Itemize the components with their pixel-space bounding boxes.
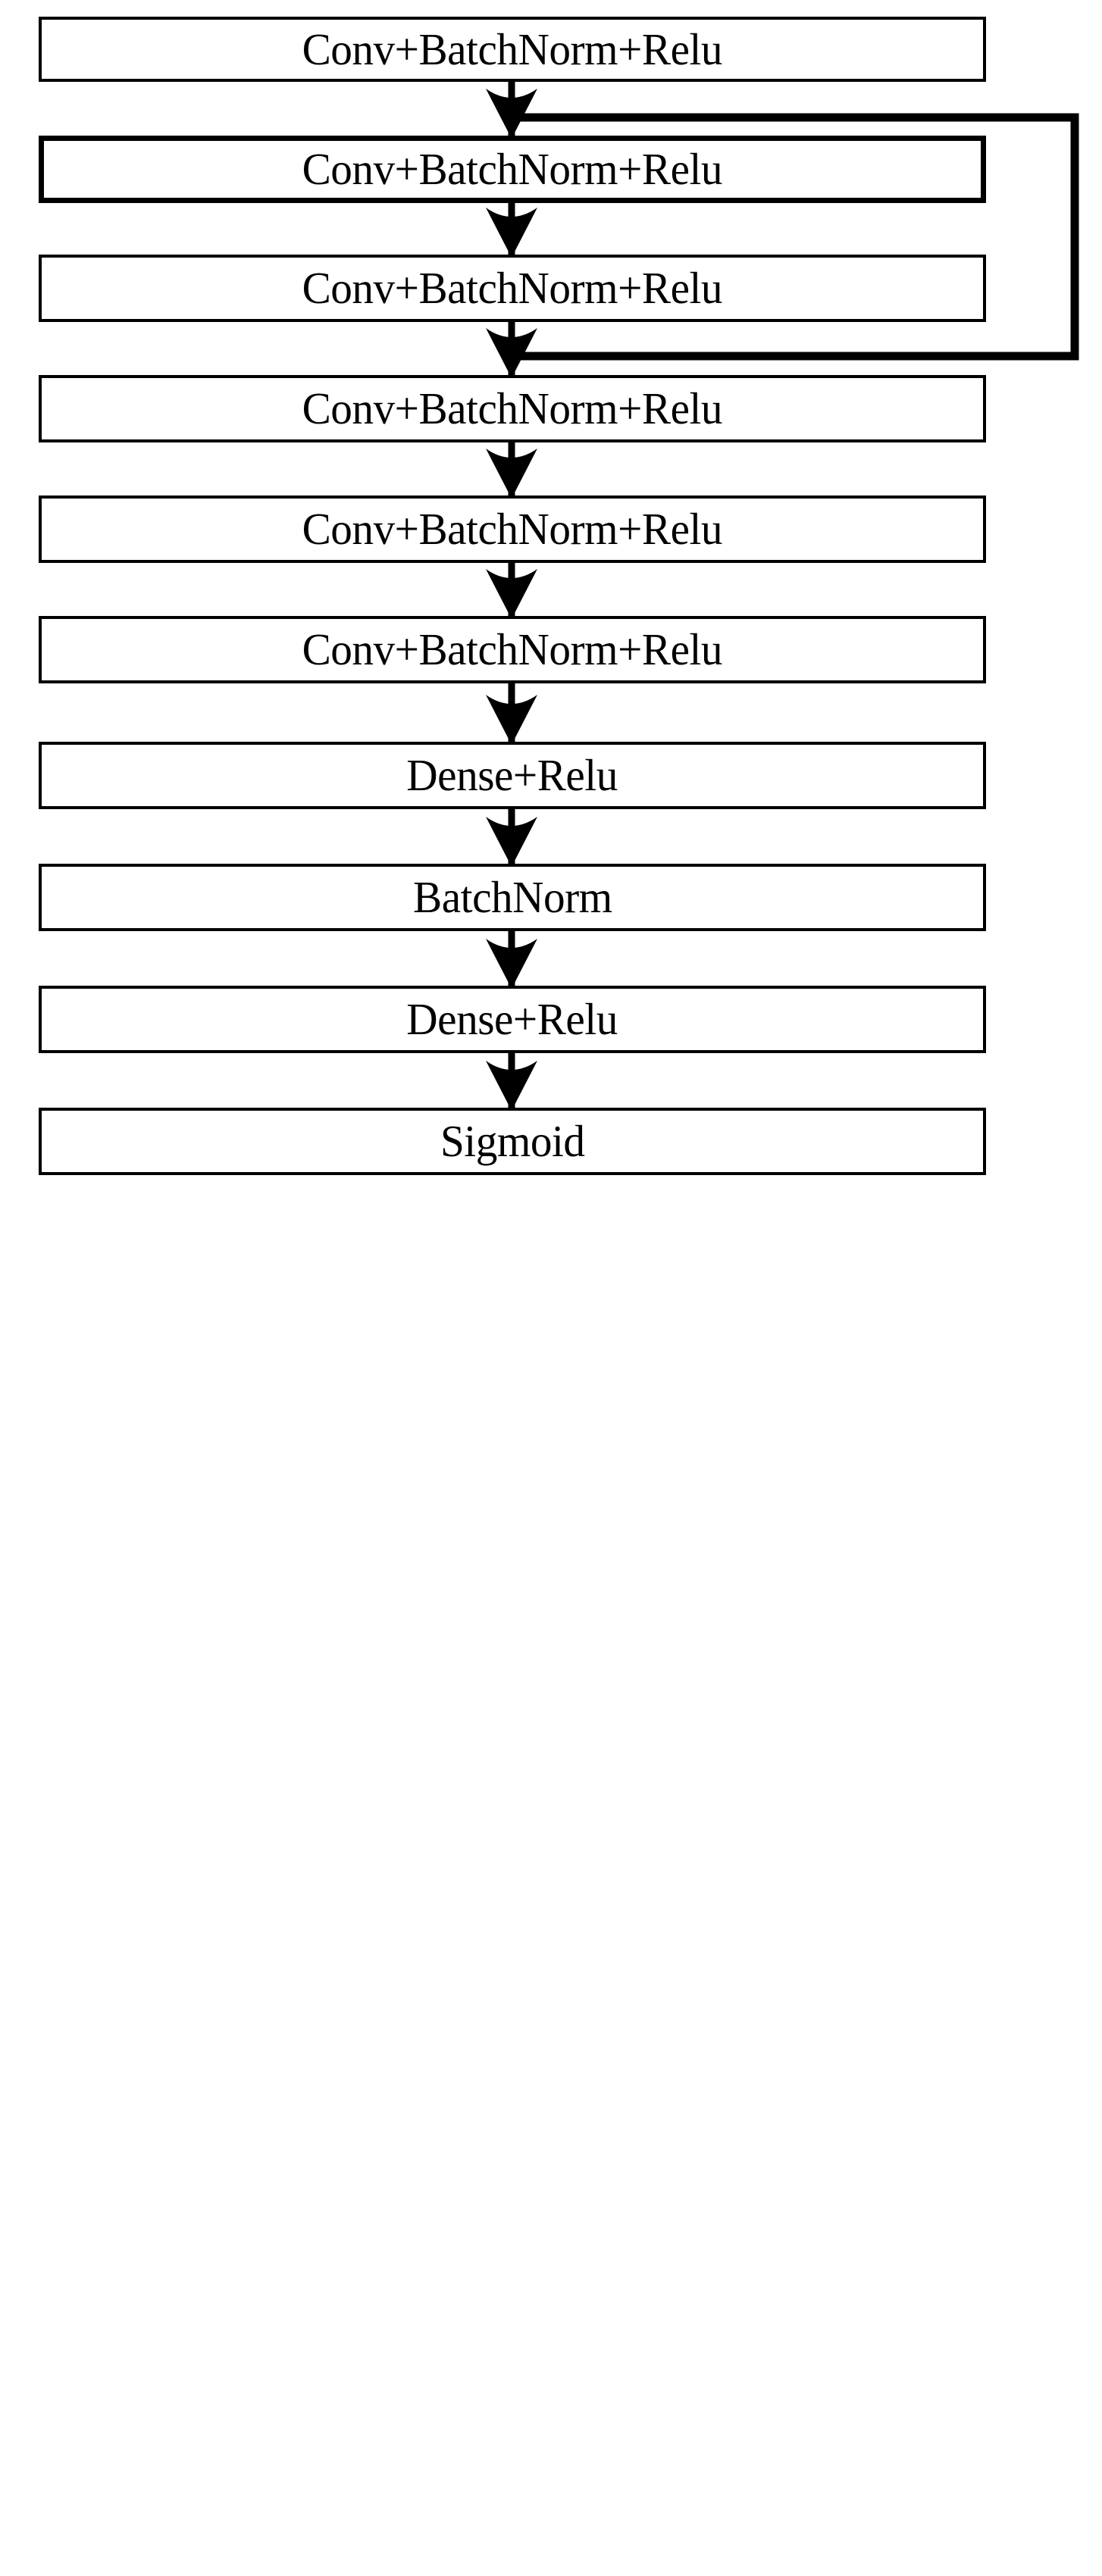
arrowheads (486, 89, 537, 1111)
node-conv2[interactable]: Conv+BatchNorm+Relu (39, 136, 986, 203)
node-dense1[interactable]: Dense+Relu (39, 742, 986, 809)
node-batchnorm[interactable]: BatchNorm (39, 864, 986, 931)
node-label: Dense+Relu (406, 994, 618, 1044)
node-conv4[interactable]: Conv+BatchNorm+Relu (39, 375, 986, 442)
node-label: Conv+BatchNorm+Relu (302, 23, 723, 74)
node-dense2[interactable]: Dense+Relu (39, 986, 986, 1053)
node-label: Dense+Relu (406, 750, 618, 800)
node-conv6[interactable]: Conv+BatchNorm+Relu (39, 616, 986, 683)
node-label: Conv+BatchNorm+Relu (302, 383, 723, 433)
node-conv3[interactable]: Conv+BatchNorm+Relu (39, 255, 986, 322)
node-sigmoid[interactable]: Sigmoid (39, 1108, 986, 1175)
node-label: Sigmoid (440, 1116, 585, 1166)
node-label: Conv+BatchNorm+Relu (302, 144, 723, 194)
connector-residual-skip (512, 113, 1079, 361)
node-label: BatchNorm (412, 872, 612, 922)
node-conv5[interactable]: Conv+BatchNorm+Relu (39, 496, 986, 563)
node-label: Conv+BatchNorm+Relu (302, 263, 723, 313)
node-label: Conv+BatchNorm+Relu (302, 624, 723, 674)
node-label: Conv+BatchNorm+Relu (302, 504, 723, 554)
node-conv1[interactable]: Conv+BatchNorm+Relu (39, 17, 986, 82)
